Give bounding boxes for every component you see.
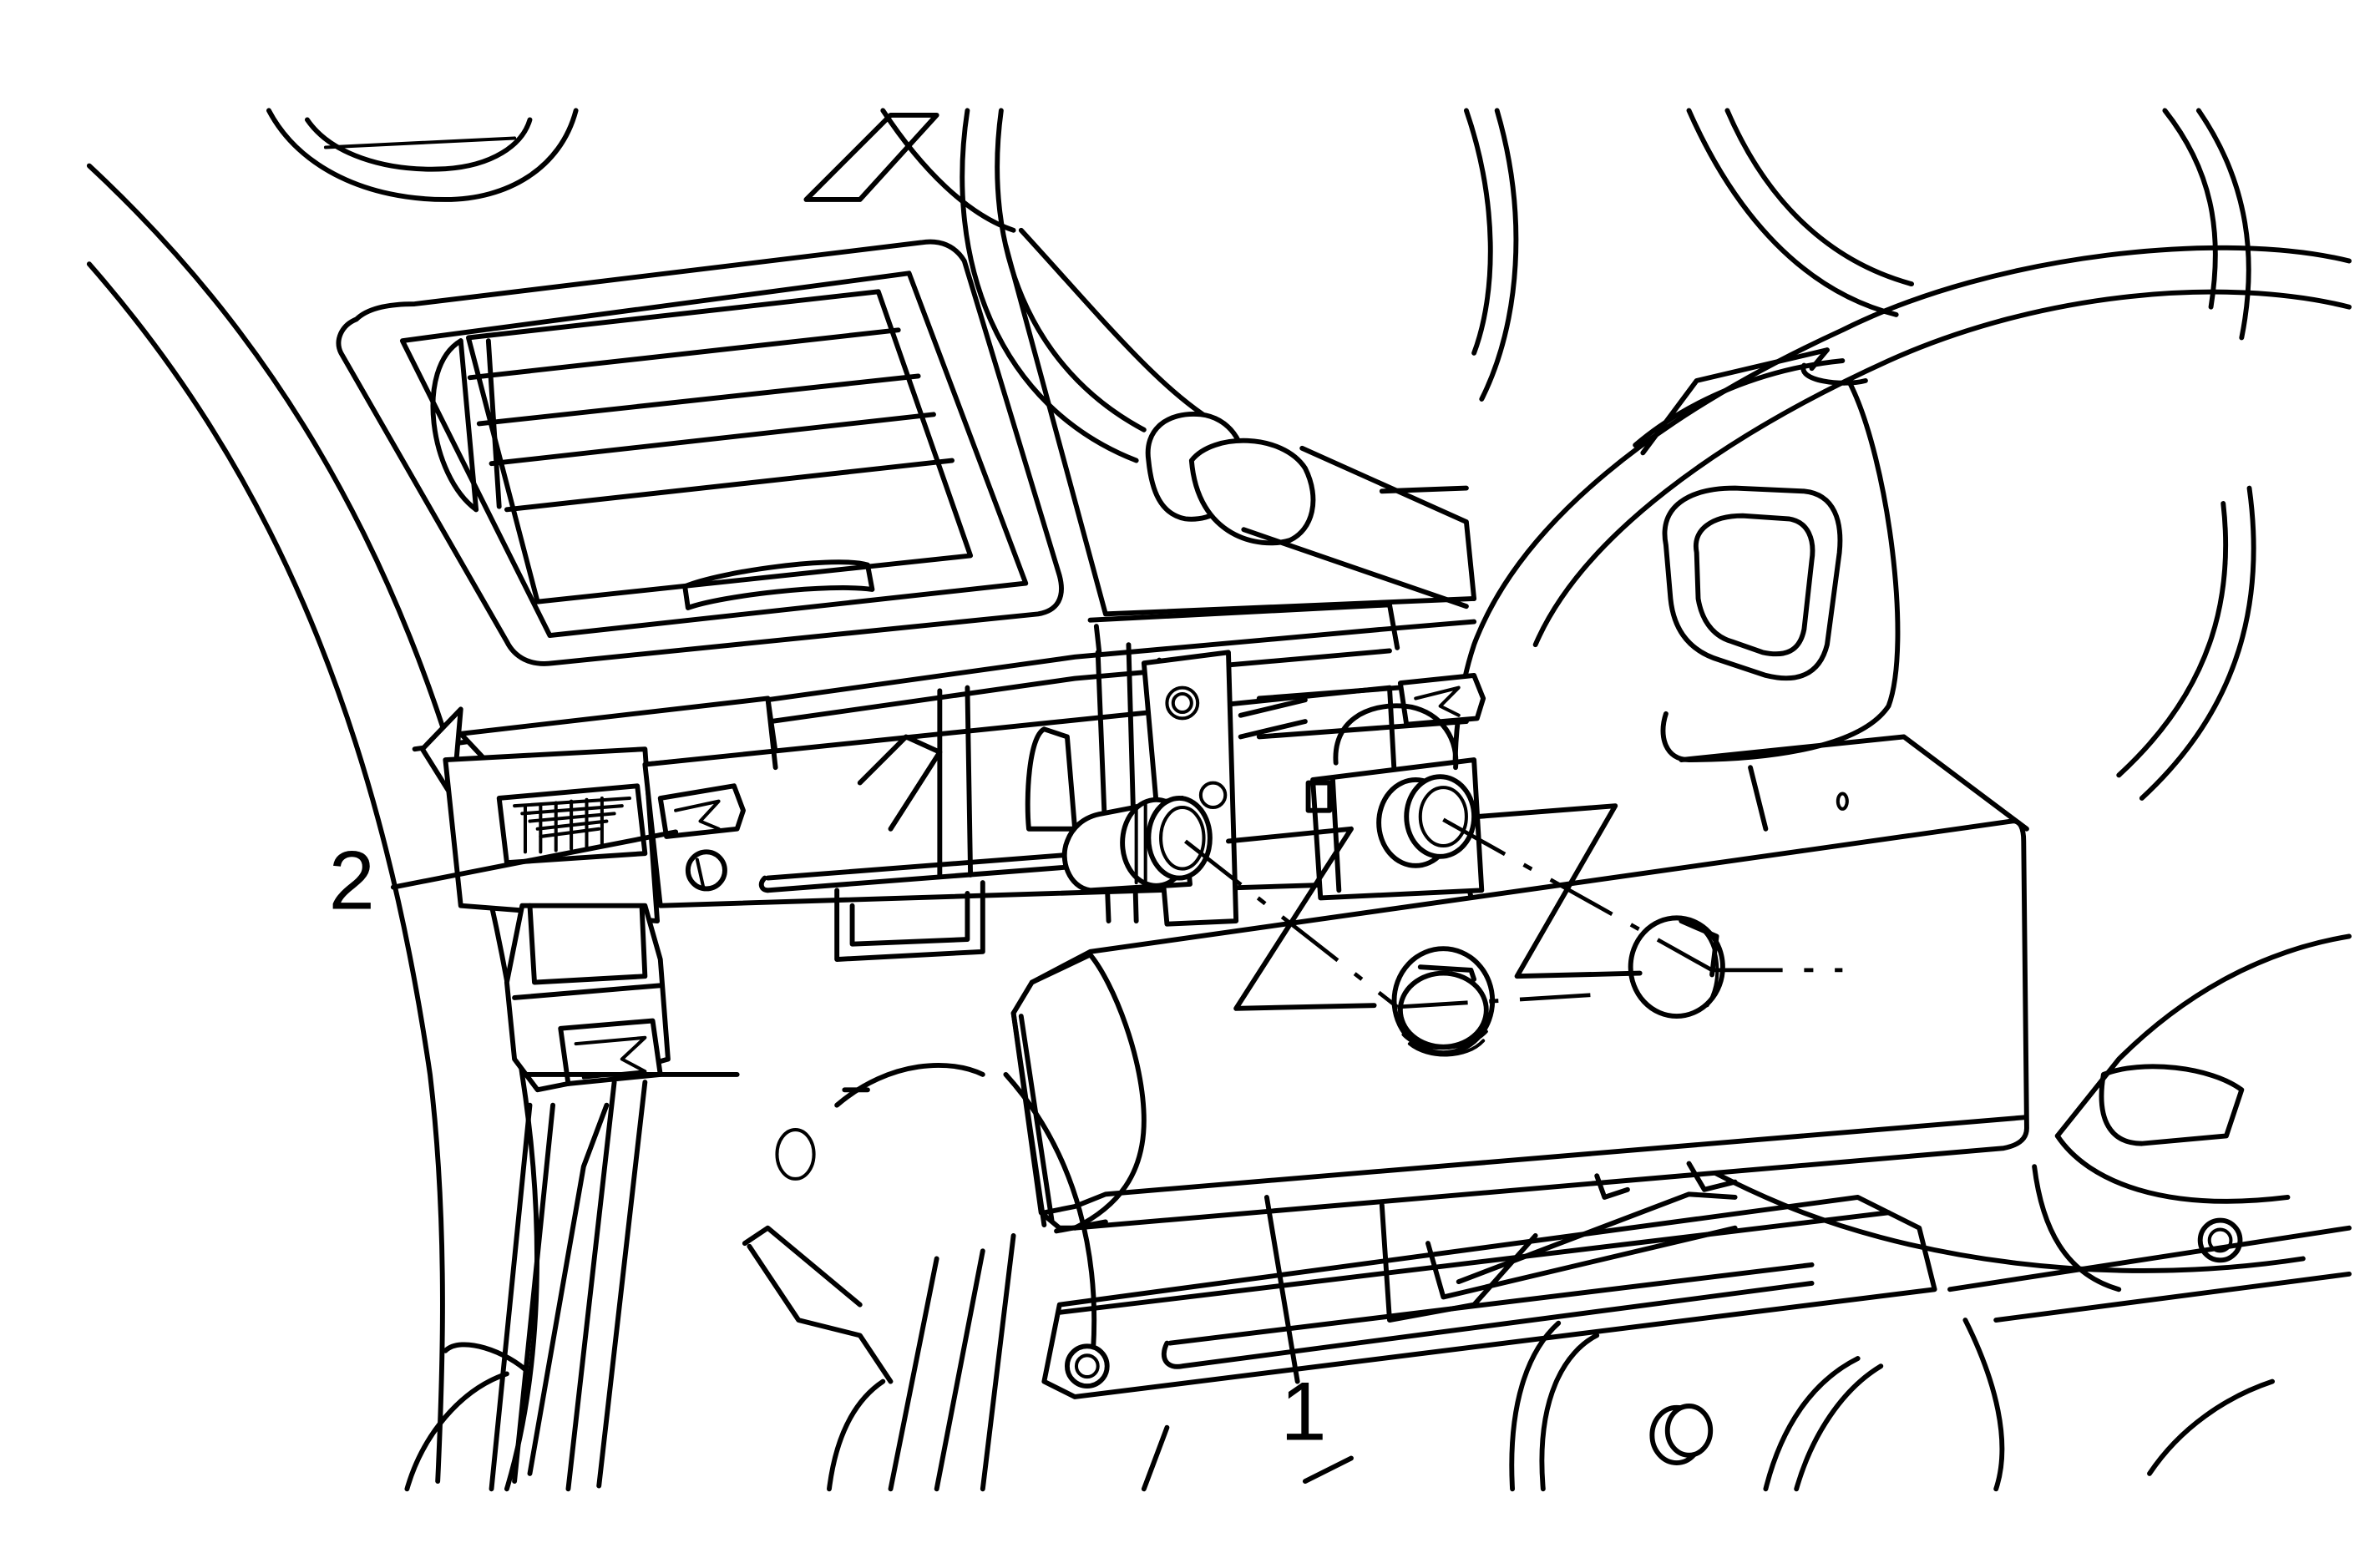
- lamp-socket-right: [1376, 774, 1477, 868]
- installation-center-lines: [1184, 803, 1843, 1011]
- callout-1: 1: [1263, 1195, 1327, 1458]
- dashboard-outline: [86, 108, 2251, 1492]
- lamp-socket-left: [1061, 796, 1213, 893]
- lower-structure: [404, 1063, 2352, 1492]
- knee-bolster-panel: [1010, 818, 2029, 1234]
- switch-bracket: [419, 642, 1486, 1093]
- callout-2: 2: [329, 829, 679, 927]
- callout-1-label: 1: [1280, 1365, 1326, 1458]
- callout-2-label: 2: [329, 834, 375, 927]
